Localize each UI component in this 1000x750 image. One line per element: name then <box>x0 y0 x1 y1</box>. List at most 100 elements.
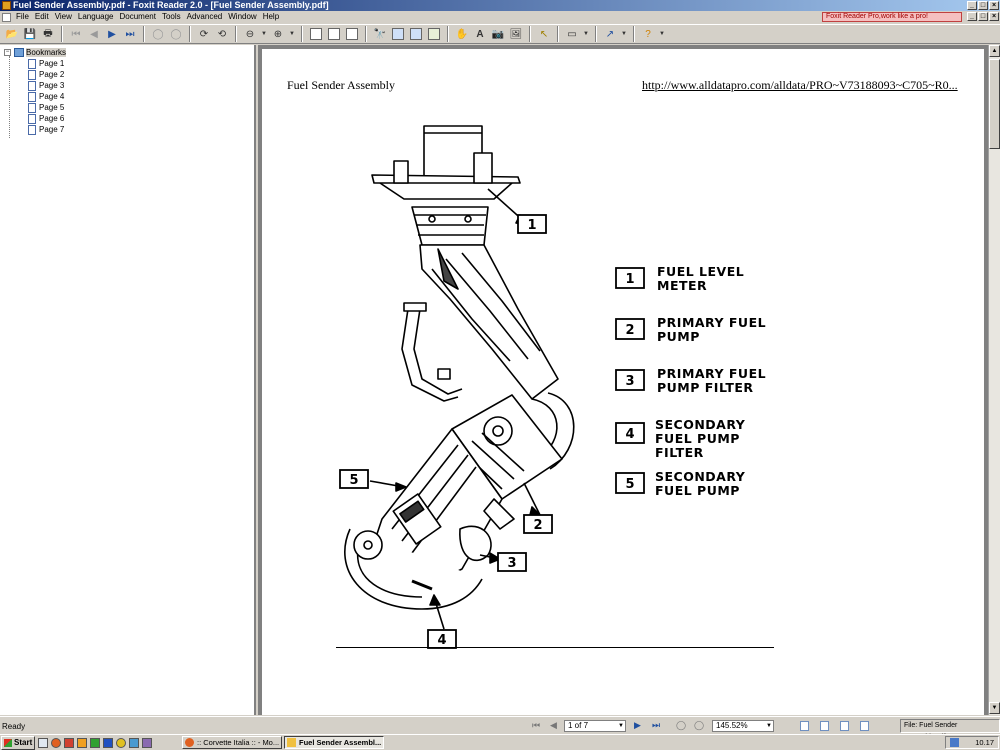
quicklaunch-app-icon[interactable] <box>64 737 74 748</box>
zoom-out-dropdown-icon[interactable]: ▼ <box>261 31 267 37</box>
menu-help[interactable]: Help <box>262 12 280 21</box>
continuous-icon[interactable] <box>326 26 342 42</box>
document-view[interactable]: Fuel Sender Assembly http://www.alldatap… <box>258 45 988 715</box>
image-icon[interactable]: 🖼 <box>509 28 523 40</box>
doc-minimize-button[interactable]: _ <box>967 12 977 21</box>
menu-file[interactable]: File <box>16 12 29 21</box>
arrow-dropdown-icon[interactable]: ▼ <box>621 31 627 37</box>
network-icon[interactable] <box>950 738 959 747</box>
rotate-icon[interactable]: ⟳ <box>199 28 209 40</box>
menu-document[interactable]: Document <box>119 12 156 21</box>
save-icon[interactable]: 💾 <box>23 28 37 40</box>
back-icon[interactable]: ◯ <box>152 28 164 40</box>
quicklaunch-extra-icon[interactable] <box>142 737 152 748</box>
bookmark-page-5[interactable]: Page 5 <box>28 102 64 113</box>
status-prev-page-icon[interactable]: ◀ <box>550 720 557 730</box>
zoom-dropdown-icon[interactable]: ▼ <box>766 723 772 729</box>
quicklaunch-messenger-icon[interactable] <box>129 737 139 748</box>
status-last-page-icon[interactable]: ⏭ <box>652 720 661 730</box>
zoom-field[interactable]: 145.52% ▼ <box>712 720 774 732</box>
collapse-icon[interactable]: − <box>4 49 11 56</box>
pdf-page[interactable]: Fuel Sender Assembly http://www.alldatap… <box>262 49 984 715</box>
quicklaunch-desktop-icon[interactable] <box>38 737 48 748</box>
doc-restore-button[interactable]: □ <box>978 12 988 21</box>
menu-edit[interactable]: Edit <box>34 12 49 21</box>
open-icon[interactable]: 📂 <box>5 28 19 40</box>
status-next-page-icon[interactable]: ▶ <box>634 720 641 730</box>
task-corvette-italia[interactable]: :: Corvette Italia :: - Mo... <box>182 736 282 749</box>
start-button[interactable]: Start <box>1 735 35 750</box>
continuous-view-icon[interactable] <box>820 721 829 731</box>
arrow-icon[interactable]: ↗ <box>605 28 615 40</box>
bookmark-page-6[interactable]: Page 6 <box>28 113 64 124</box>
page-header-url[interactable]: http://www.alldatapro.com/alldata/PRO~V7… <box>642 78 958 92</box>
quicklaunch-media-icon[interactable] <box>116 737 126 748</box>
page-dropdown-icon[interactable]: ▼ <box>618 723 624 729</box>
status-back-icon[interactable]: ◯ <box>676 720 687 730</box>
zoom-in-dropdown-icon[interactable]: ▼ <box>289 31 295 37</box>
first-page-icon[interactable]: ⏮ <box>71 28 81 40</box>
menu-tools[interactable]: Tools <box>161 12 181 21</box>
scroll-thumb[interactable] <box>989 59 1000 149</box>
quicklaunch-folder-icon[interactable] <box>77 737 87 748</box>
comment-dropdown-icon[interactable]: ▼ <box>583 31 589 37</box>
bookmark-page-1[interactable]: Page 1 <box>28 58 64 69</box>
quicklaunch-word-icon[interactable] <box>103 737 113 748</box>
legend-2-line1: PRIMARY FUEL <box>657 315 766 330</box>
bookmark-panel-icon[interactable] <box>408 26 424 42</box>
comment-icon[interactable]: ▭ <box>567 28 577 40</box>
help-icon[interactable]: ? <box>645 28 651 40</box>
zoom-in-icon[interactable]: ⊕ <box>273 28 283 40</box>
legend-box-4 <box>615 422 645 444</box>
bookmark-page-2[interactable]: Page 2 <box>28 69 64 80</box>
hand-icon[interactable]: ✋ <box>455 28 469 40</box>
bookmark-page-3[interactable]: Page 3 <box>28 80 64 91</box>
select-text-icon[interactable]: A <box>476 28 484 40</box>
prev-page-icon[interactable]: ◀ <box>90 28 98 40</box>
clock[interactable]: 10.17 <box>975 738 994 747</box>
fit-width-icon[interactable] <box>390 26 406 42</box>
help-dropdown-icon[interactable]: ▼ <box>659 31 665 37</box>
menu-language[interactable]: Language <box>77 12 114 21</box>
document-icon[interactable] <box>2 12 11 22</box>
zoom-out-icon[interactable]: ⊖ <box>245 28 255 40</box>
bookmark-page-4[interactable]: Page 4 <box>28 91 64 102</box>
minimize-button[interactable]: _ <box>967 1 977 10</box>
facing-icon[interactable] <box>344 26 360 42</box>
bookmarks-folder-icon <box>14 48 24 57</box>
vertical-scrollbar[interactable]: ▲ ▼ <box>988 45 1000 715</box>
print-icon[interactable]: 🖶 <box>43 27 53 39</box>
quicklaunch-firefox-icon[interactable] <box>51 737 61 748</box>
find-icon[interactable]: 🔭 <box>373 28 387 40</box>
layers-icon[interactable] <box>426 26 442 42</box>
bookmark-root[interactable]: − Bookmarks <box>4 47 67 58</box>
doc-close-button[interactable]: × <box>989 12 999 21</box>
file-info: File: Fuel Sender Assembly.pdf <box>900 719 1000 741</box>
rotate-ccw-icon[interactable]: ⟲ <box>217 28 227 40</box>
forward-icon[interactable]: ◯ <box>170 28 182 40</box>
menu-advanced[interactable]: Advanced <box>186 12 223 21</box>
last-page-icon[interactable]: ⏭ <box>125 28 135 40</box>
bookmark-page-7[interactable]: Page 7 <box>28 124 64 135</box>
menu-view[interactable]: View <box>54 12 72 21</box>
snapshot-icon[interactable]: 📷 <box>491 28 505 40</box>
single-page-icon[interactable] <box>308 26 324 42</box>
promo-banner[interactable]: Foxit Reader Pro,work like a pro! <box>822 12 962 22</box>
quicklaunch-excel-icon[interactable] <box>90 737 100 748</box>
maximize-button[interactable]: □ <box>978 1 988 10</box>
page-number-field[interactable]: 1 of 7 ▼ <box>564 720 626 732</box>
status-forward-icon[interactable]: ◯ <box>694 720 705 730</box>
menu-window[interactable]: Window <box>228 12 257 21</box>
task-fuel-sender-assembly[interactable]: Fuel Sender Assembl... <box>284 736 384 749</box>
status-first-page-icon[interactable]: ⏮ <box>532 720 541 730</box>
scroll-down-icon[interactable]: ▼ <box>989 702 1000 714</box>
legend-num-5: 5 <box>625 477 634 492</box>
single-page-view-icon[interactable] <box>800 721 809 731</box>
close-button[interactable]: × <box>989 1 999 10</box>
facing-view-icon[interactable] <box>840 721 849 731</box>
continuous-facing-view-icon[interactable] <box>860 721 869 731</box>
select-icon[interactable]: ↖ <box>539 28 549 40</box>
window-title-bar[interactable]: Fuel Sender Assembly.pdf - Foxit Reader … <box>0 0 1000 11</box>
scroll-up-icon[interactable]: ▲ <box>989 45 1000 57</box>
next-page-icon[interactable]: ▶ <box>108 28 116 40</box>
